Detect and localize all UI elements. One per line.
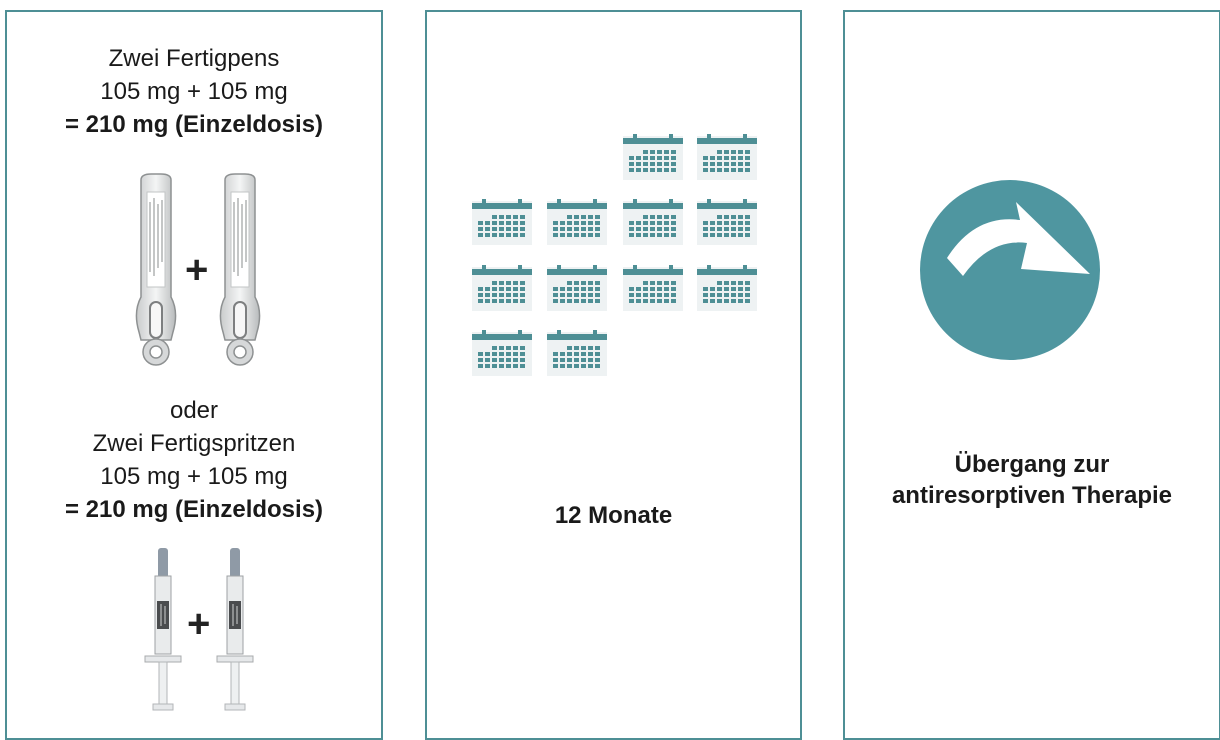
pen-right [219, 173, 261, 366]
syringes-text: oder Zwei Fertigspritzen 105 mg + 105 mg… [7, 394, 381, 526]
calendar-icon [547, 265, 607, 311]
syringe-left [144, 548, 182, 711]
dosage-panel: Zwei Fertigpens 105 mg + 105 mg = 210 mg… [5, 10, 383, 740]
calendar-grid [472, 134, 757, 376]
pen-left [135, 173, 177, 366]
arrow-circle [920, 180, 1100, 360]
calendar-icon [472, 199, 532, 245]
prefilled-syringes-icon [144, 548, 254, 711]
or-label: oder [169, 397, 219, 424]
calendar-icon [623, 134, 683, 180]
plus-sign-syringes: + [187, 602, 211, 646]
calendar-icon [697, 134, 757, 180]
transition-arrow-icon [920, 180, 1100, 360]
calendar-icon [623, 199, 683, 245]
duration-label: 12 Monate [554, 502, 673, 529]
syringes-line1: Zwei Fertigspritzen [92, 430, 296, 457]
pens-line2: 105 mg + 105 mg [100, 78, 288, 105]
curved-arrow-icon [947, 202, 1090, 276]
calendar-icon [623, 265, 683, 311]
transition-label-line1: Übergang zur [954, 451, 1110, 478]
calendar-icon [547, 199, 607, 245]
pens-text: Zwei Fertigpens 105 mg + 105 mg = 210 mg… [7, 42, 381, 141]
calendar-icon [697, 265, 757, 311]
calendar-icon [547, 330, 607, 376]
calendar-icon [697, 199, 757, 245]
calendar-icon [472, 330, 532, 376]
prefilled-pens-icon [135, 173, 261, 366]
transition-panel: Übergang zur antiresorptiven Therapie [843, 10, 1220, 740]
transition-label: Übergang zur antiresorptiven Therapie [845, 449, 1219, 511]
plus-sign-pens: + [185, 248, 209, 292]
syringes-line3: = 210 mg (Einzeldosis) [64, 496, 324, 523]
pens-line3: = 210 mg (Einzeldosis) [64, 111, 324, 138]
syringe-right [216, 548, 254, 711]
duration-panel: 12 Monate [425, 10, 802, 740]
calendar-icon [472, 265, 532, 311]
pens-line1: Zwei Fertigpens [108, 45, 280, 72]
syringes-line2: 105 mg + 105 mg [100, 463, 288, 490]
transition-label-line2: antiresorptiven Therapie [891, 482, 1173, 509]
